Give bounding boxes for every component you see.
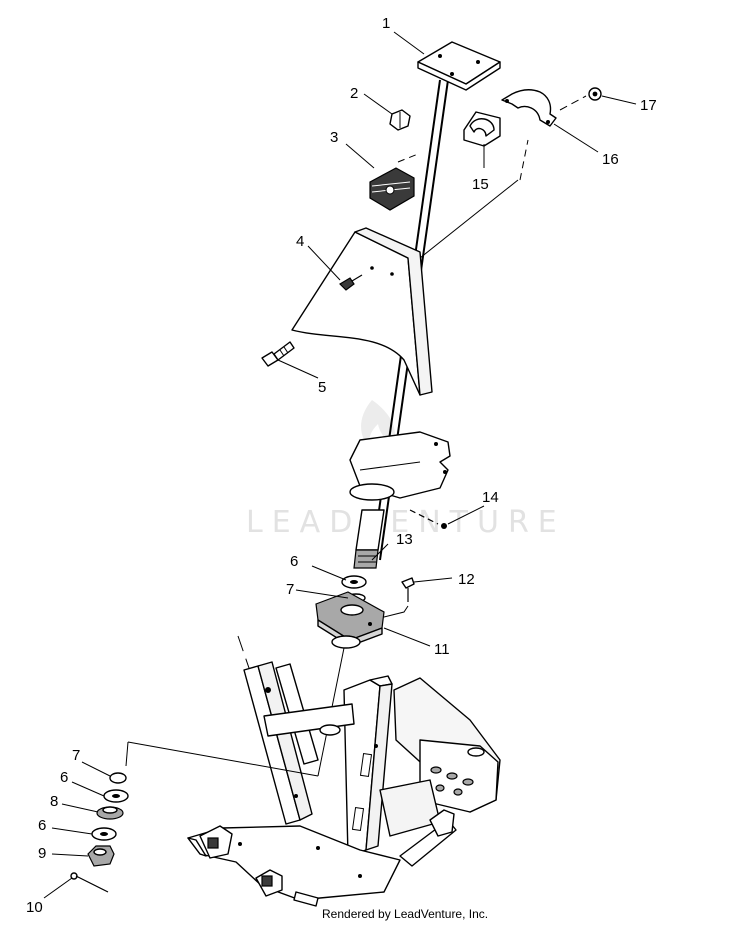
chassis-frame xyxy=(187,661,501,907)
callout-10: 10 xyxy=(26,899,43,916)
part-14-pin xyxy=(409,509,447,529)
assembly-leaders xyxy=(397,95,587,259)
callout-15: 15 xyxy=(472,176,489,193)
part-7-ring-lower xyxy=(109,772,127,784)
part-13-coupler xyxy=(353,509,385,569)
part-16-u-clamp xyxy=(501,89,557,127)
part-17-nut xyxy=(588,87,602,101)
part-5-bolt xyxy=(261,341,295,367)
part-1-top-plate xyxy=(417,41,501,91)
footer-credit: Rendered by LeadVenture, Inc. xyxy=(322,907,488,921)
callout-5: 5 xyxy=(318,379,326,396)
callout-3: 3 xyxy=(330,129,338,146)
part-4-screw xyxy=(339,274,363,291)
callout-2: 2 xyxy=(350,85,358,102)
callout-6-middle: 6 xyxy=(60,769,68,786)
part-2-nut xyxy=(389,109,411,131)
lower-hardware-stack xyxy=(70,741,319,893)
callout-16: 16 xyxy=(602,151,619,168)
callout-13: 13 xyxy=(396,531,413,548)
callout-1: 1 xyxy=(382,15,390,32)
callout-4: 4 xyxy=(296,233,304,250)
callout-9: 9 xyxy=(38,845,46,862)
lower-column-bracket xyxy=(349,431,451,501)
callout-7-upper: 7 xyxy=(286,581,294,598)
part-12-screw xyxy=(379,577,415,619)
watermark-text: LEADVENTURE xyxy=(246,505,566,540)
part-9-castle-nut xyxy=(87,845,115,867)
part-6-washer-lower xyxy=(91,827,117,841)
callout-leaders xyxy=(43,31,637,899)
callout-6-lower: 6 xyxy=(38,817,46,834)
part-3-clamp-block xyxy=(369,167,415,211)
callout-7-lower: 7 xyxy=(72,747,80,764)
part-6-washer-upper xyxy=(341,575,367,589)
callout-17: 17 xyxy=(640,97,657,114)
part-8-nut xyxy=(96,806,124,820)
part-15-split-bushing xyxy=(463,111,501,147)
callout-8: 8 xyxy=(50,793,58,810)
part-11-bearing-plate xyxy=(315,591,385,649)
callout-labels: 1 2 3 4 5 6 7 11 12 13 14 15 16 17 7 6 8… xyxy=(26,15,657,916)
console-panel xyxy=(291,227,433,396)
callout-12: 12 xyxy=(458,571,475,588)
callout-6-upper: 6 xyxy=(290,553,298,570)
callout-14: 14 xyxy=(482,489,499,506)
part-10-cotter-pin xyxy=(70,872,109,893)
part-6-washer-middle xyxy=(103,789,129,803)
callout-11: 11 xyxy=(434,641,450,658)
